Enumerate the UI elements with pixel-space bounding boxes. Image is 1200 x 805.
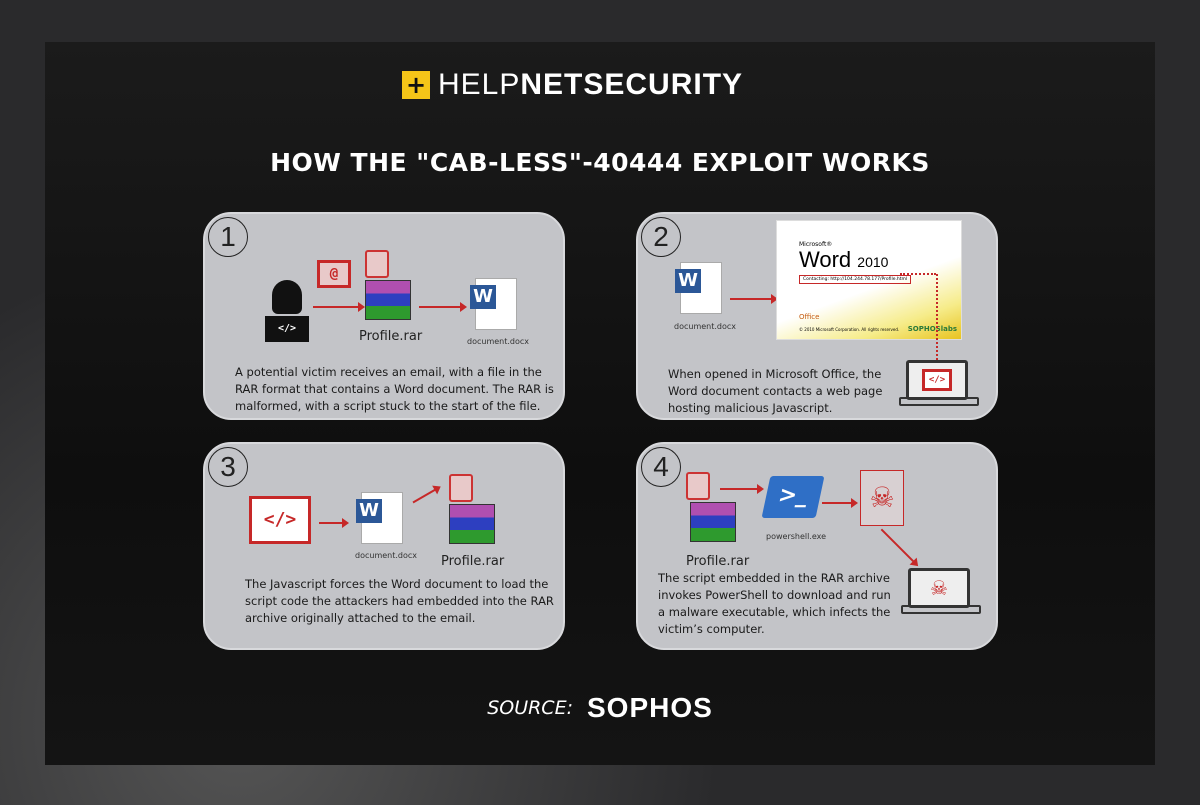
malware-file-icon: ☠ [860, 470, 904, 526]
code-icon: </> [922, 369, 952, 391]
powershell-icon: >_ [761, 476, 825, 518]
rar-archive-icon [365, 280, 411, 320]
copyright: © 2010 Microsoft Corporation. All rights… [799, 327, 900, 332]
arrow [720, 484, 764, 494]
doc-label: document.docx [355, 551, 418, 560]
arrow [319, 518, 349, 528]
step-description: The script embedded in the RAR archive i… [658, 571, 891, 636]
dotted-connector [900, 273, 936, 275]
rar-label: Profile.rar [359, 329, 423, 344]
rar-archive-icon [690, 502, 736, 542]
helpnetsecurity-logo: + HELPNETSECURITY [402, 68, 743, 102]
step-card-2: 2 document.docx Microsoft® Word 2010 Con… [636, 212, 998, 420]
laptop-icon: ☠ [901, 568, 981, 614]
arrow [412, 486, 440, 504]
step-card-1: 1 </> @ Profile.rar document.docx A pote… [203, 212, 565, 420]
plus-icon: + [402, 71, 430, 99]
source-credit: SOURCE: SOPHOS [0, 692, 1200, 724]
email-icon: @ [317, 260, 351, 288]
rar-label: Profile.rar [441, 554, 505, 569]
word-document-icon [356, 492, 403, 544]
skull-icon: ☠ [930, 576, 948, 600]
script-scroll-icon [365, 250, 389, 278]
ms-label: Microsoft® [799, 241, 833, 248]
arrow [730, 294, 778, 304]
web-script-icon: </> [249, 496, 311, 544]
word-label: Word [799, 247, 852, 272]
word-document-icon [470, 278, 517, 330]
laptop-icon: </> [899, 360, 979, 406]
rar-archive-icon [449, 504, 495, 544]
step-number: 3 [208, 447, 248, 487]
word-2010-splash: Microsoft® Word 2010 Contacting: http://… [776, 220, 962, 340]
script-scroll-icon [686, 472, 710, 500]
dotted-connector [936, 274, 938, 364]
doc-label: document.docx [674, 322, 737, 331]
source-label: SOURCE: [487, 697, 573, 719]
powershell-label: powershell.exe [766, 532, 827, 541]
contacting-url: Contacting: http://104.244.78.177/Profil… [799, 275, 912, 284]
logo-bold: NETSECURITY [520, 68, 744, 101]
sophoslabs-logo: SOPHOSlabs [907, 325, 957, 333]
step-card-3: 3 </> document.docx Profile.rar The Java… [203, 442, 565, 650]
script-scroll-icon [449, 474, 473, 502]
office-logo: Office [799, 313, 820, 321]
sophos-logo: SOPHOS [586, 692, 713, 723]
hacker-icon: </> [263, 280, 311, 344]
step-number: 1 [208, 217, 248, 257]
doc-label: document.docx [467, 337, 530, 346]
version-label: 2010 [857, 254, 889, 270]
arrow [313, 302, 365, 312]
step-number: 2 [641, 217, 681, 257]
arrow [419, 302, 467, 312]
logo-light: HELP [438, 68, 521, 101]
step-description: The Javascript forces the Word document … [245, 577, 554, 625]
rar-label: Profile.rar [686, 554, 750, 569]
page-title: HOW THE "CAB-LESS"-40444 EXPLOIT WORKS [270, 148, 930, 177]
word-document-icon [675, 262, 722, 314]
step-card-4: 4 Profile.rar >_ powershell.exe ☠ ☠ The … [636, 442, 998, 650]
code-icon: </> [265, 316, 309, 342]
arrow [822, 498, 858, 508]
arrow [880, 528, 918, 566]
step-description: A potential victim receives an email, wi… [235, 365, 554, 413]
step-description: When opened in Microsoft Office, the Wor… [668, 367, 883, 415]
step-number: 4 [641, 447, 681, 487]
